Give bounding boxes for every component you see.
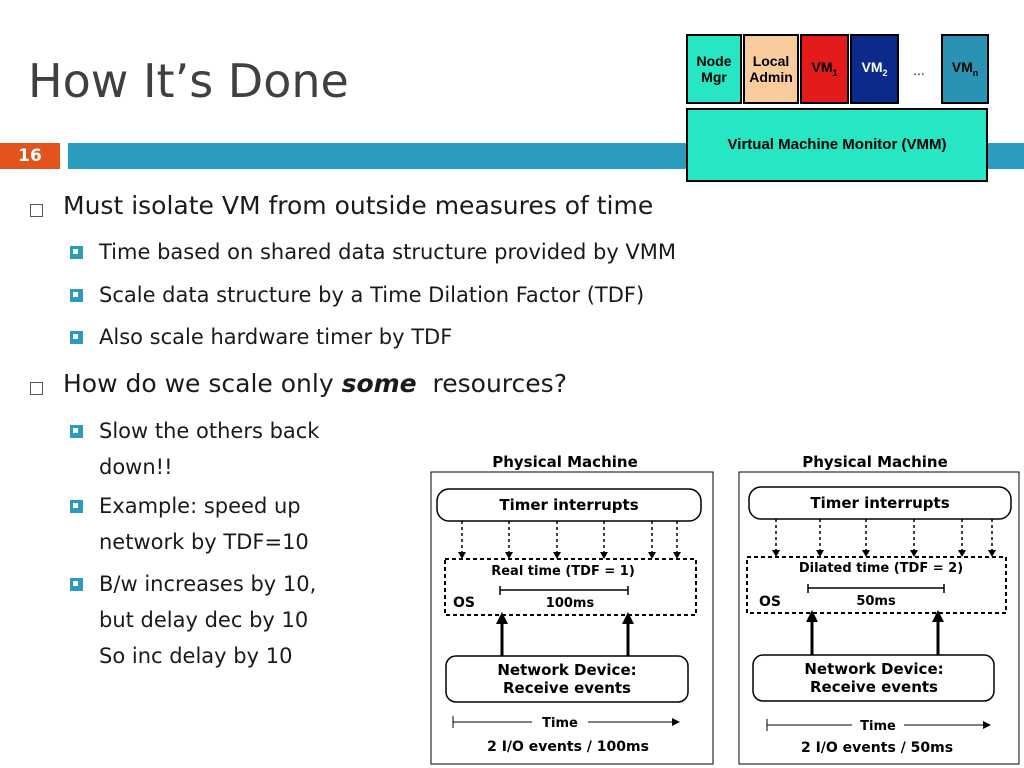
sub-bullet-marker xyxy=(70,500,83,513)
bullet-marker xyxy=(30,204,43,217)
sub-bullet-marker xyxy=(70,289,83,302)
sub-bullet-text: Scale data structure by a Time Dilation … xyxy=(99,283,645,307)
node-mgr-box: Node Mgr xyxy=(686,34,742,104)
diagram-footer: 2 I/O events / 50ms xyxy=(801,740,953,756)
os-label: OS xyxy=(759,594,781,610)
timer-interrupts-label: Timer interrupts xyxy=(499,496,638,514)
os-time-label: Real time (TDF = 1) xyxy=(491,564,635,579)
sub-bullet-text: Also scale hardware timer by TDF xyxy=(99,325,453,349)
vm1-box: VM1 xyxy=(800,34,849,104)
slide-number: 16 xyxy=(0,143,60,169)
diagram-header: Physical Machine xyxy=(802,453,948,471)
sub-bullet-marker xyxy=(70,246,83,259)
vmn-label: VMn xyxy=(951,59,979,79)
local-admin-box: Local Admin xyxy=(743,34,799,104)
sub-bullet-marker xyxy=(70,425,83,438)
physical-machine-diagram-2: Physical Machine Timer interrupts Dilate… xyxy=(738,453,1020,765)
vmm-architecture-diagram: Node Mgr Local Admin VM1 VM2 ... VMn Vir… xyxy=(686,32,989,182)
vm1-label: VM1 xyxy=(811,59,838,79)
interval-label: 100ms xyxy=(546,596,595,611)
network-device-label-line1: Network Device: xyxy=(804,660,943,678)
network-device-label-line2: Receive events xyxy=(503,679,631,697)
vmm-box: Virtual Machine Monitor (VMM) xyxy=(686,108,988,182)
timer-interrupts-label: Timer interrupts xyxy=(810,494,949,512)
bullet-text: Must isolate VM from outside measures of… xyxy=(63,191,654,220)
vmn-box: VMn xyxy=(941,34,989,104)
network-device-label-line1: Network Device: xyxy=(497,661,636,679)
vm2-label: VM2 xyxy=(861,59,888,79)
vm2-box: VM2 xyxy=(850,34,899,104)
sub-bullet-text: Time based on shared data structure prov… xyxy=(99,240,677,264)
bar-gap xyxy=(60,143,68,169)
bullet-text: How do we scale only some resources? xyxy=(63,369,567,398)
vm-ellipsis: ... xyxy=(913,62,925,78)
interval-label: 50ms xyxy=(856,594,896,609)
physical-machine-diagram-1: Physical Machine Timer interrupts Real t… xyxy=(430,453,714,765)
network-device-label-line2: Receive events xyxy=(810,678,938,696)
bullet-marker xyxy=(30,382,43,395)
vmm-label: Virtual Machine Monitor (VMM) xyxy=(727,136,947,154)
slide-title: How It’s Done xyxy=(28,54,349,108)
diagram-footer: 2 I/O events / 100ms xyxy=(487,739,649,755)
sub-bullet-marker xyxy=(70,331,83,344)
local-admin-label: Local Admin xyxy=(749,52,793,85)
diagram-header: Physical Machine xyxy=(492,453,638,471)
os-time-label: Dilated time (TDF = 2) xyxy=(799,561,963,576)
os-label: OS xyxy=(453,595,475,611)
sub-bullet-marker xyxy=(70,578,83,591)
node-mgr-label: Node Mgr xyxy=(696,52,732,85)
time-axis-label: Time xyxy=(542,716,578,731)
time-axis-label: Time xyxy=(860,719,896,734)
